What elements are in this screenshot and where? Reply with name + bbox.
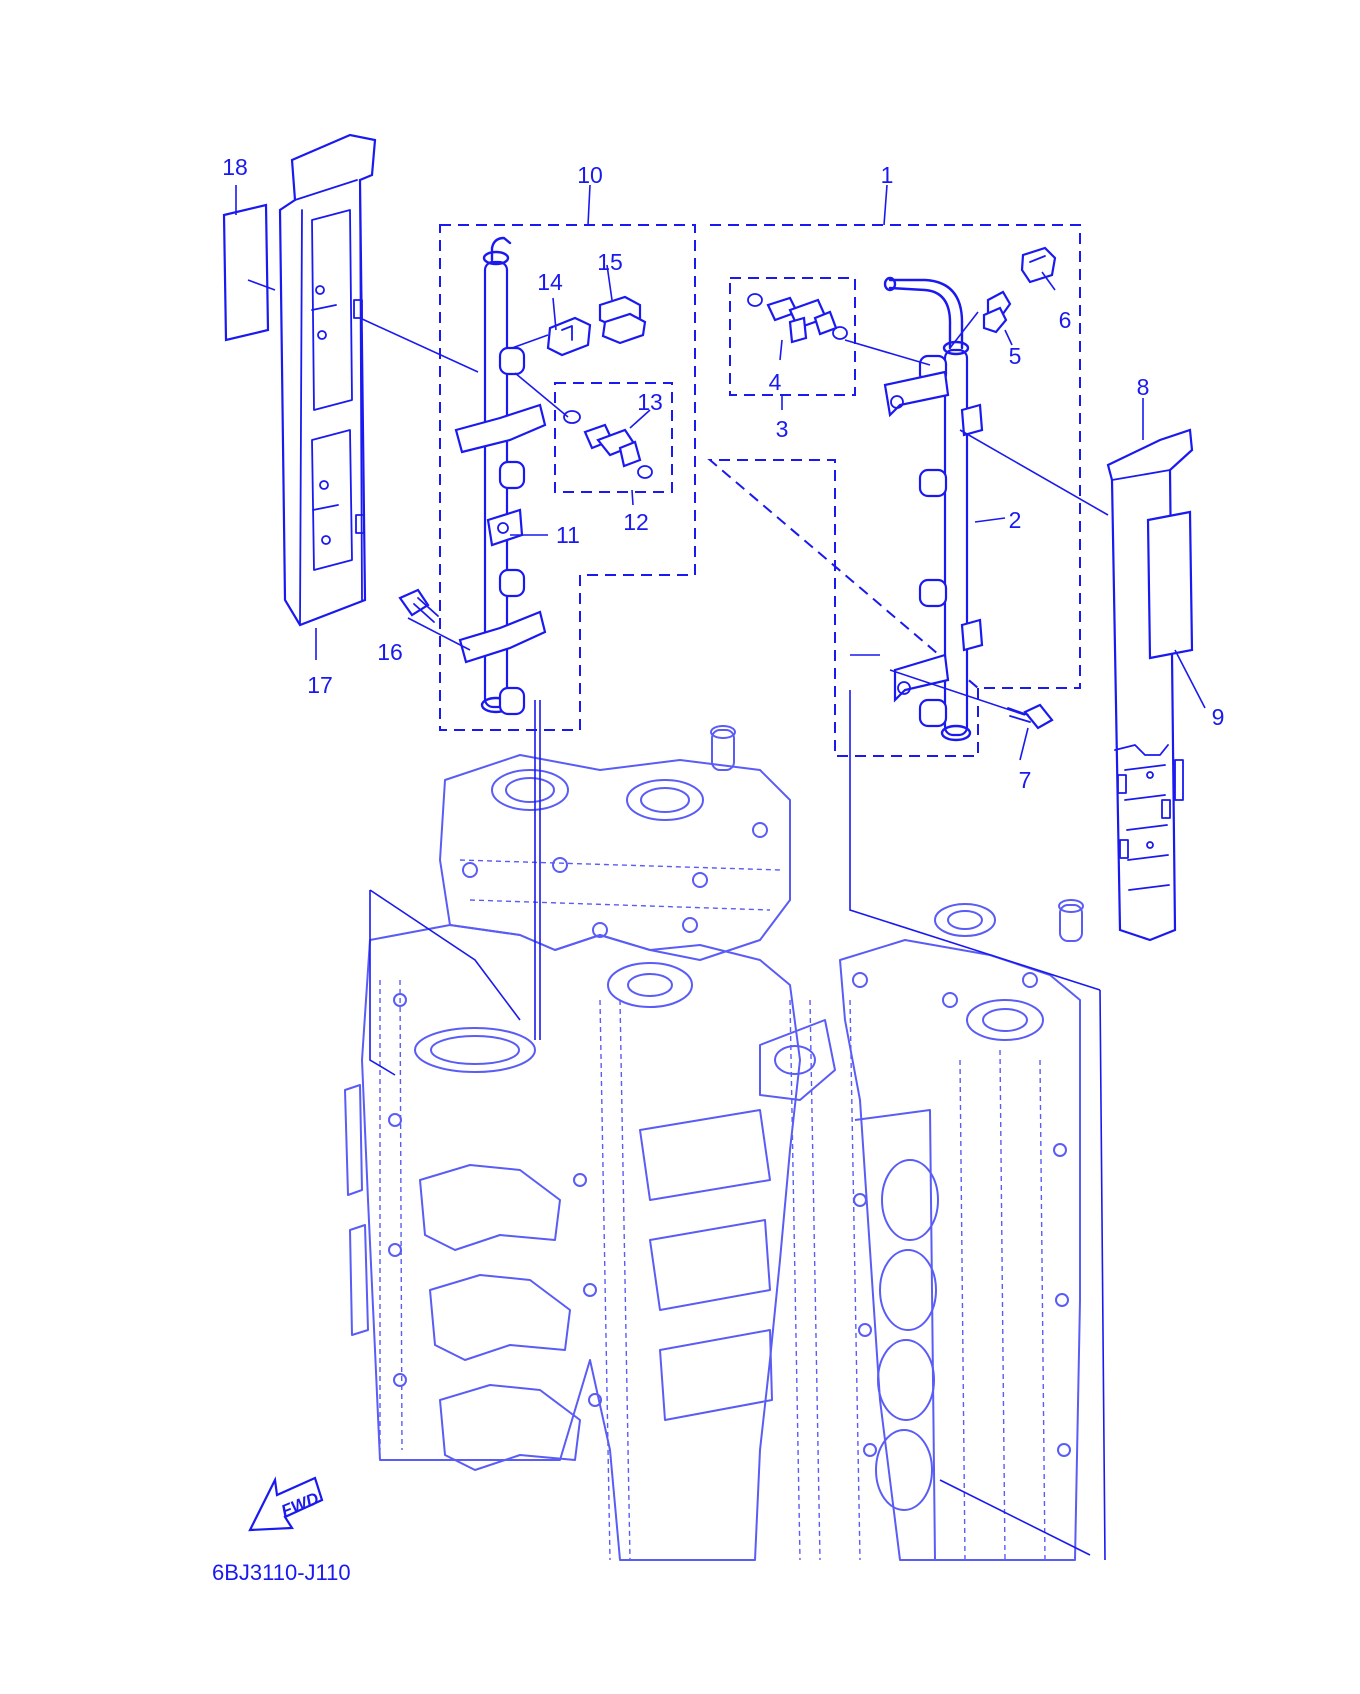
- part-17-cover: [278, 133, 377, 627]
- part-13-injector: [563, 410, 653, 479]
- leader-lines: [235, 184, 1206, 1561]
- part-2-fuel-rail: [883, 276, 984, 742]
- callout-4: 4: [769, 369, 782, 395]
- callout-9: 9: [1212, 704, 1225, 730]
- part-4-injector: [747, 293, 848, 344]
- callout-16: 16: [377, 639, 403, 665]
- callout-15: 15: [597, 249, 623, 275]
- callout-13: 13: [637, 389, 663, 415]
- callout-11: 11: [556, 522, 580, 548]
- callout-6: 6: [1059, 307, 1072, 333]
- engine-block-illustration: [344, 725, 1084, 1561]
- part-8-cover: [1106, 428, 1194, 942]
- part-5-clip: [982, 290, 1012, 334]
- callout-14: 14: [537, 269, 563, 295]
- part-7-bolt: [1007, 703, 1054, 730]
- fwd-direction-arrow: FWD: [248, 1476, 324, 1532]
- callout-17: 17: [307, 672, 333, 698]
- callout-10: 10: [577, 162, 603, 188]
- part-11-fuel-rail: [454, 236, 547, 716]
- callout-3: 3: [776, 416, 789, 442]
- callout-labels: 1 2 3 4 5 6 7 8 9 10 11 12 13 14 15 16 1…: [222, 154, 1224, 793]
- part-14-clip: [546, 316, 592, 357]
- part-18-label-plate: [222, 203, 270, 342]
- callout-5: 5: [1009, 343, 1022, 369]
- callout-1: 1: [881, 162, 894, 188]
- callout-7: 7: [1019, 767, 1032, 793]
- diagram-code: 6BJ3110-J110: [212, 1560, 351, 1585]
- callout-2: 2: [1009, 507, 1022, 533]
- part-15-clip: [598, 295, 647, 345]
- assembly-12-boundary: [554, 382, 673, 493]
- assembly-1-boundary: [707, 224, 1081, 757]
- callout-18: 18: [222, 154, 248, 180]
- part-16-bolt: [398, 588, 439, 623]
- part-6-clip: [1020, 246, 1057, 284]
- callout-8: 8: [1137, 374, 1150, 400]
- assembly-10-boundary: [439, 224, 696, 731]
- assembly-3-boundary: [729, 277, 856, 396]
- callout-12: 12: [623, 509, 649, 535]
- part-9-label-plate: [1146, 510, 1194, 660]
